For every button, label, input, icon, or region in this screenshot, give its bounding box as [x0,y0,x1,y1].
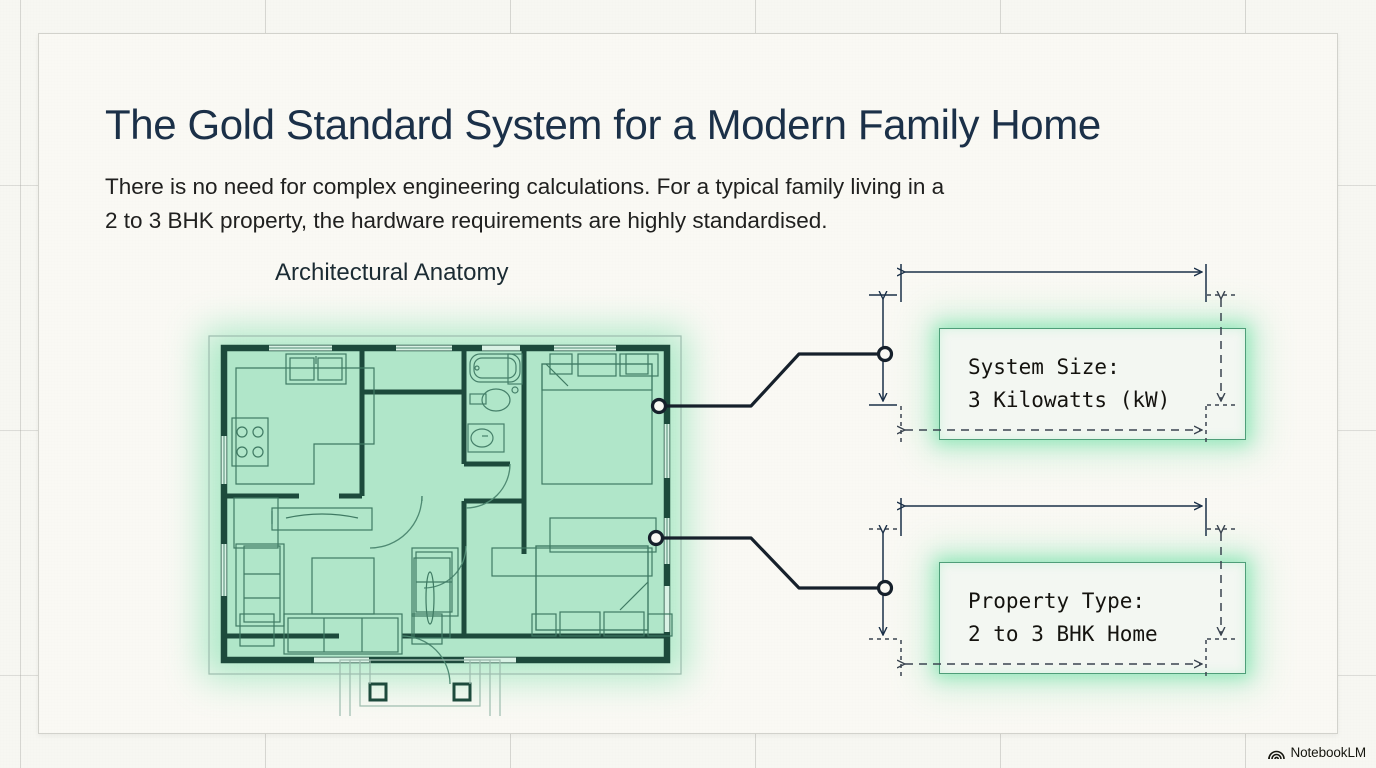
connector-node-plan-2 [647,529,665,547]
connector-node-plan-1 [650,397,668,415]
callout-2-line-2: 2 to 3 BHK Home [968,622,1158,646]
notebooklm-spiral-icon [1268,750,1286,760]
subtitle-line-1: There is no need for complex engineering… [105,173,945,199]
connector-line-2 [662,536,879,590]
diagram-caption: Architectural Anatomy [275,259,509,286]
callout-1-line-2: 3 Kilowatts (kW) [968,388,1171,412]
callout-1-text: System Size: 3 Kilowatts (kW) [968,351,1170,417]
notebooklm-wordmark: NotebookLM [1290,745,1366,760]
callout-2-line-1: Property Type: [968,589,1146,613]
connector-line-1 [665,352,879,408]
callout-2-text: Property Type: 2 to 3 BHK Home [968,585,1158,651]
subtitle-line-2: 2 to 3 BHK property, the hardware requir… [105,207,828,233]
slide-card: The Gold Standard System for a Modern Fa… [38,33,1338,734]
callout-card-property-type[interactable]: Property Type: 2 to 3 BHK Home [939,562,1246,674]
callout-1-line-1: System Size: [968,355,1120,379]
connector-node-callout-1 [876,345,894,363]
notebooklm-branding: NotebookLM [1268,745,1366,760]
callout-card-system-size[interactable]: System Size: 3 Kilowatts (kW) [939,328,1246,440]
connector-node-callout-2 [876,579,894,597]
page-subtitle: There is no need for complex engineering… [105,170,1225,238]
page-title: The Gold Standard System for a Modern Fa… [105,101,1101,149]
